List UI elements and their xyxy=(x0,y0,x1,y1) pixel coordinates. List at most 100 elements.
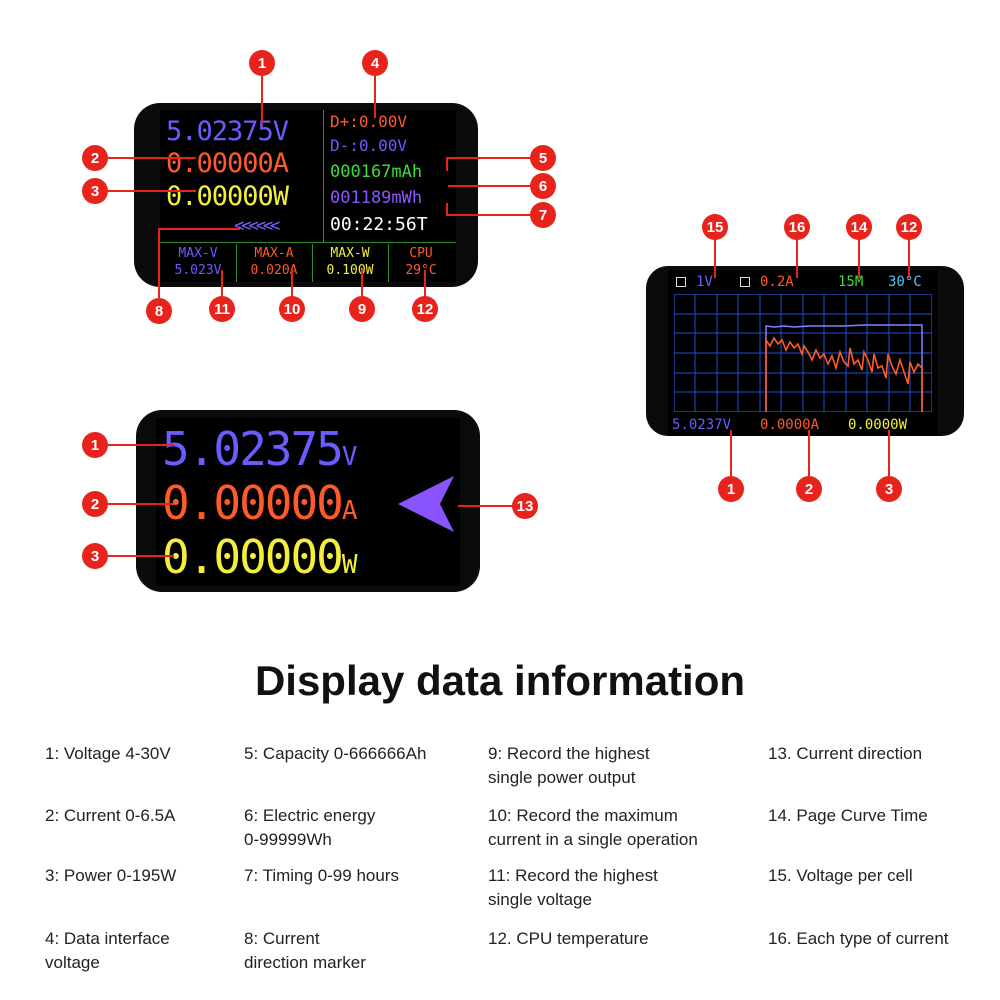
cpu-temp-cell: CPU 29°C xyxy=(390,244,452,282)
leader-3c xyxy=(888,430,890,480)
large-power: 0.00000W xyxy=(162,534,358,580)
temperature: 30°C xyxy=(888,274,922,290)
curve-screen: 1V 0.2A 15M 30°C 5.0237V 0.0000A 0.0000W xyxy=(668,270,938,436)
info-8-line2: direction marker xyxy=(244,953,366,972)
volt-scale: 1V xyxy=(696,274,713,290)
badge-15: 15 xyxy=(702,214,728,240)
max-current-label: MAX-A xyxy=(254,246,294,261)
large-current-unit: A xyxy=(341,496,358,526)
max-power-label: MAX-W xyxy=(330,246,370,261)
voltage-curve xyxy=(765,324,923,412)
leader-2c xyxy=(808,430,810,480)
max-voltage-label: MAX-V xyxy=(178,246,218,261)
power-reading: 0.00000W xyxy=(166,181,289,212)
leader-2a xyxy=(108,157,196,159)
leader-14 xyxy=(858,238,860,278)
dplus-voltage: D+:0.00V xyxy=(330,112,408,131)
badge-16: 16 xyxy=(784,214,810,240)
badge-11: 11 xyxy=(209,296,235,322)
dminus-voltage: D-:0.00V xyxy=(330,136,408,155)
info-14: 14. Page Curve Time xyxy=(768,806,928,825)
info-15: 15. Voltage per cell xyxy=(768,866,913,885)
curve-graph xyxy=(674,294,932,412)
info-8-line1: 8: Current xyxy=(244,929,320,948)
info-11-line1: 11: Record the highest xyxy=(488,866,658,885)
info-10: 10: Record the maximum current in a sing… xyxy=(488,804,698,852)
cpu-label: CPU xyxy=(409,246,433,261)
amp-scale: 0.2A xyxy=(760,274,794,290)
max-row: MAX-V 5.023V MAX-A 0.020A MAX-W 0.100W C… xyxy=(160,244,456,282)
info-11-line2: single voltage xyxy=(488,890,592,909)
leader-12a xyxy=(424,270,426,298)
large-voltage-unit: V xyxy=(341,442,358,472)
max-voltage-cell: MAX-V 5.023V xyxy=(162,244,234,282)
main-screen: 5.02375V 0.00000A 0.00000W <<<<<< D+:0.0… xyxy=(160,110,456,282)
info-9: 9: Record the highest single power outpu… xyxy=(488,742,650,790)
volt-scale-checkbox xyxy=(676,277,686,287)
large-digits-screen: 5.02375V 0.00000A 0.00000W xyxy=(156,418,460,586)
max-divider-3 xyxy=(388,244,389,282)
leader-7a xyxy=(446,214,532,216)
leader-9a xyxy=(361,270,363,298)
cpu-value: 29°C xyxy=(405,263,437,278)
current-direction-arrow-icon xyxy=(398,476,454,532)
graph-grid xyxy=(674,294,932,412)
large-power-unit: W xyxy=(341,550,358,580)
info-1: 1: Voltage 4-30V xyxy=(45,744,171,763)
info-9-line1: 9: Record the highest xyxy=(488,744,650,763)
info-4-line1: 4: Data interface xyxy=(45,929,170,948)
badge-14: 14 xyxy=(846,214,872,240)
leader-10a xyxy=(291,270,293,298)
badge-9: 9 xyxy=(349,296,375,322)
horizontal-divider xyxy=(160,242,456,243)
badge-2b: 2 xyxy=(82,491,108,517)
leader-1a xyxy=(261,76,263,124)
leader-3b xyxy=(108,555,174,557)
info-6-line2: 0-99999Wh xyxy=(244,830,332,849)
leader-11a xyxy=(221,270,223,298)
curve-voltage: 5.0237V xyxy=(672,417,732,433)
curve-power: 0.0000W xyxy=(848,417,908,433)
badge-3c: 3 xyxy=(876,476,902,502)
badge-6: 6 xyxy=(530,173,556,199)
leader-4a xyxy=(374,76,376,118)
info-4-line2: voltage xyxy=(45,953,100,972)
badge-8: 8 xyxy=(146,298,172,324)
badge-13: 13 xyxy=(512,493,538,519)
badge-2c: 2 xyxy=(796,476,822,502)
large-power-digits: 0.00000 xyxy=(162,530,344,584)
leader-8a xyxy=(158,228,160,298)
leader-3a xyxy=(108,190,196,192)
badge-3b: 3 xyxy=(82,543,108,569)
info-7: 7: Timing 0-99 hours xyxy=(244,866,399,885)
leader-7b xyxy=(446,203,448,215)
amp-scale-checkbox xyxy=(740,277,750,287)
leader-13 xyxy=(458,505,514,507)
info-11: 11: Record the highest single voltage xyxy=(488,864,658,912)
max-voltage-value: 5.023V xyxy=(174,263,222,278)
direction-arrows: <<<<<< xyxy=(234,216,280,236)
info-6: 6: Electric energy 0-99999Wh xyxy=(244,804,375,852)
info-5: 5: Capacity 0-666666Ah xyxy=(244,744,427,763)
leader-5b xyxy=(446,157,448,171)
energy-reading: 001189mWh xyxy=(330,188,423,208)
info-10-line1: 10: Record the maximum xyxy=(488,806,678,825)
max-divider-1 xyxy=(236,244,237,282)
badge-7: 7 xyxy=(530,202,556,228)
time-scale: 15M xyxy=(838,274,864,290)
capacity-reading: 000167mAh xyxy=(330,162,423,182)
badge-1: 1 xyxy=(249,50,275,76)
leader-1c xyxy=(730,430,732,480)
info-2: 2: Current 0-6.5A xyxy=(45,806,176,825)
max-divider-2 xyxy=(312,244,313,282)
leader-12b xyxy=(908,238,910,278)
badge-4: 4 xyxy=(362,50,388,76)
info-13: 13. Current direction xyxy=(768,744,923,763)
voltage-reading: 5.02375V xyxy=(166,116,289,147)
info-16: 16. Each type of current xyxy=(768,929,949,948)
badge-10: 10 xyxy=(279,296,305,322)
info-6-line1: 6: Electric energy xyxy=(244,806,376,825)
section-title: Display data information xyxy=(254,657,746,704)
info-3: 3: Power 0-195W xyxy=(45,866,177,885)
leader-6a xyxy=(448,185,532,187)
